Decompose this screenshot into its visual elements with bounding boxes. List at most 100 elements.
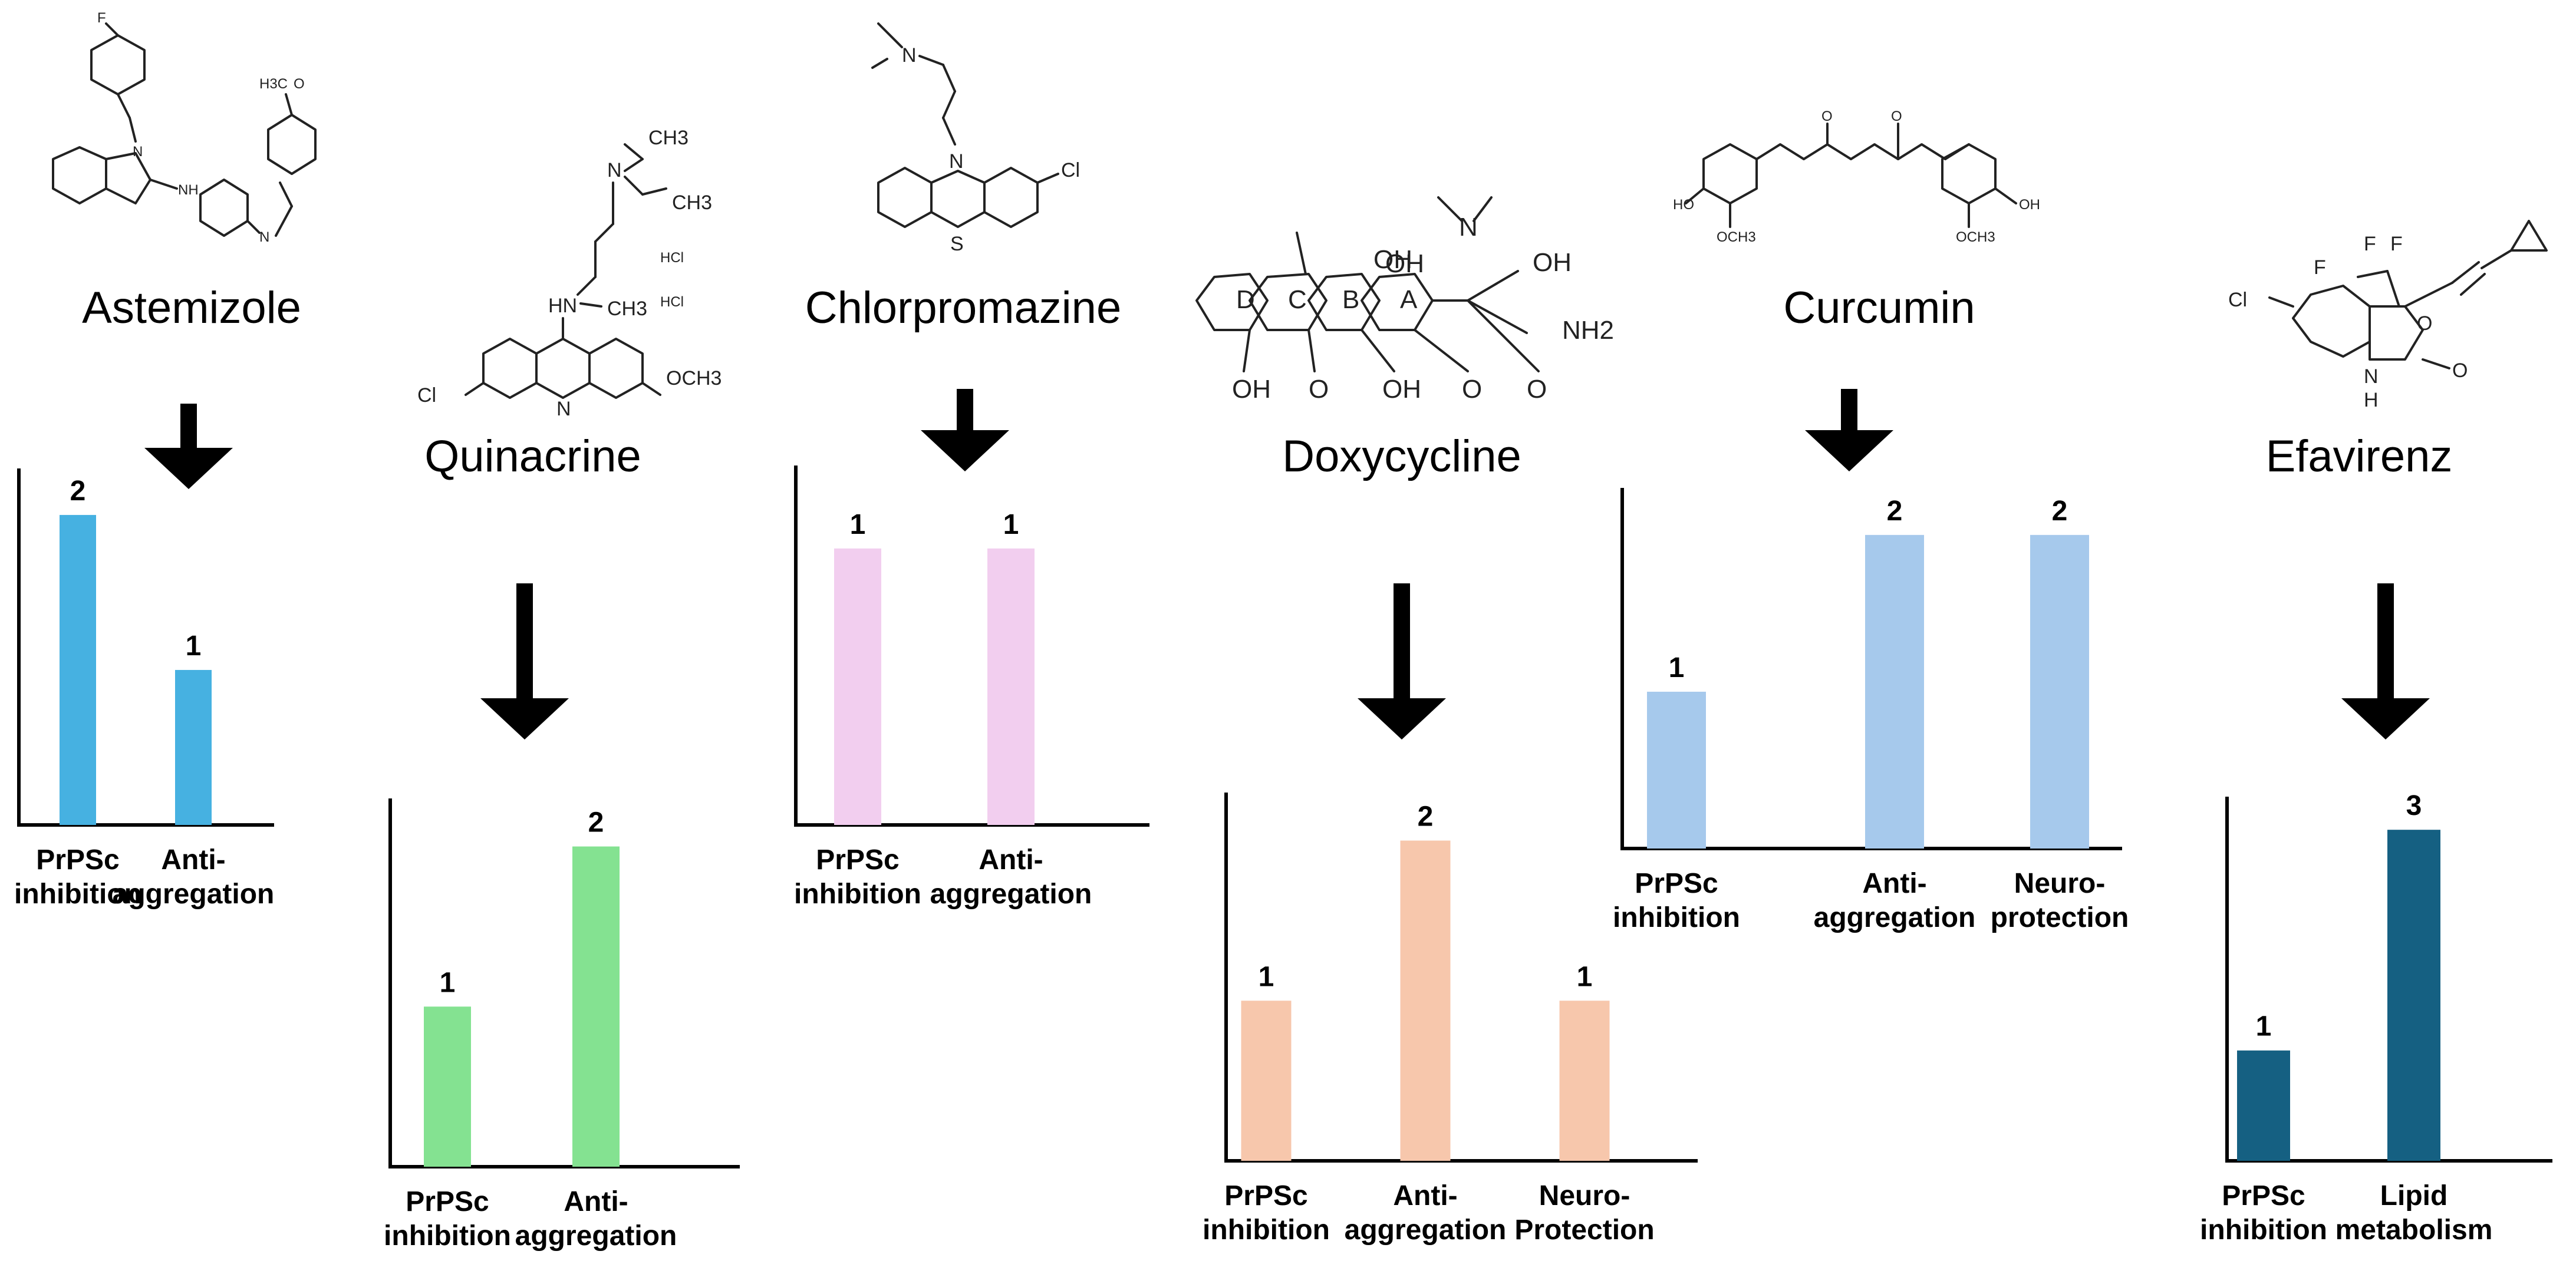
atom-label: HO (1673, 197, 1694, 213)
down-arrow-icon (144, 404, 233, 489)
category-label: Neuro-Protection (1514, 1180, 1654, 1246)
bar-value-label: 2 (1887, 496, 1903, 527)
atom-label: CH3 (648, 127, 689, 149)
atom-label: Cl (2228, 289, 2247, 311)
atom-label: NH (178, 182, 199, 198)
curcumin-structure: O O HO OCH3 OH OCH3 (1673, 108, 2040, 245)
chart-axes (388, 798, 740, 1168)
chart-axes (17, 468, 274, 827)
atom-label: HCl (660, 250, 684, 266)
atom-label: OCH3 (1956, 229, 1995, 245)
atom-label: CH3 (672, 192, 712, 214)
category-label: Neuro-protection (1991, 868, 2129, 933)
down-arrow-icon (921, 389, 1009, 471)
astemizole-structure: F N NH N H3C O (52, 10, 317, 245)
atom-label: F (97, 10, 106, 26)
doxycycline-structure: OH N OH D C B A NH2 OH O OH OH O O (1195, 196, 1614, 404)
atom-label: N (556, 398, 571, 420)
drug-name: Doxycycline (1282, 431, 1521, 481)
atom-label: OH (1385, 249, 1424, 278)
atom-label: OCH3 (666, 367, 722, 389)
atom-label: N (949, 150, 964, 173)
category-label: Anti-aggregation (1345, 1180, 1507, 1246)
bar (572, 846, 620, 1167)
atom-label: N (1459, 213, 1478, 242)
category-label: Anti-aggregation (515, 1186, 677, 1252)
drug-name: Efavirenz (2266, 431, 2453, 481)
bar (2030, 534, 2089, 849)
bar-value-label: 2 (2052, 496, 2068, 527)
category-label: Anti-aggregation (930, 844, 1092, 910)
bar (834, 548, 881, 825)
bar-value-label: 2 (1418, 801, 1434, 833)
down-arrow-icon (480, 583, 569, 740)
drug-name: Chlorpromazine (805, 283, 1121, 333)
bar (1865, 534, 1924, 849)
atom-label: S (950, 233, 964, 255)
bar-value-label: 1 (1003, 509, 1019, 540)
bar-value-label: 1 (1577, 961, 1593, 992)
bar-value-label: 1 (186, 630, 202, 662)
atom-label: HN (548, 295, 577, 317)
bar-value-label: 1 (1669, 652, 1685, 684)
atom-label: CH3 (607, 298, 647, 320)
atom-label: N (133, 144, 143, 160)
atom-label: HCl (660, 294, 684, 310)
atom-label: OH (1533, 248, 1572, 277)
bar (424, 1006, 471, 1167)
atom-label: OH (2019, 197, 2040, 213)
ring-label: B (1342, 285, 1359, 314)
quinacrine-structure: N CH3 CH3 HN CH3 HCl HCl Cl N OCH3 (417, 127, 722, 420)
drug-name: Astemizole (82, 283, 301, 333)
chlorpromazine-structure: N N Cl S (871, 22, 1080, 255)
bar-value-label: 2 (588, 807, 604, 839)
down-arrow-icon (2341, 583, 2430, 740)
bar (60, 514, 96, 825)
bar (1559, 1001, 1610, 1161)
atom-label: NH2 (1562, 316, 1614, 345)
atom-label: O (1309, 375, 1329, 404)
ring-label: D (1236, 285, 1255, 314)
drug-name: Curcumin (1783, 283, 1975, 333)
down-arrow-icon (1805, 389, 1893, 471)
atom-label: O (1891, 108, 1902, 124)
bar (1241, 1001, 1292, 1161)
bar-value-label: 2 (70, 476, 86, 507)
atom-label: N (607, 159, 622, 181)
atom-label: OH (1382, 375, 1421, 404)
bar (175, 669, 212, 825)
bar (2237, 1050, 2290, 1161)
chart-axes (2225, 797, 2552, 1163)
drug-name: Quinacrine (424, 431, 641, 481)
atom-label: O (1821, 108, 1833, 124)
efavirenz-structure: F F F Cl O N H O (2228, 220, 2548, 411)
bar (2387, 830, 2440, 1161)
ring-label: A (1400, 285, 1418, 314)
down-arrow-icon (1358, 583, 1446, 740)
bar (1647, 691, 1706, 849)
ring-label: C (1288, 285, 1307, 314)
atom-label: OCH3 (1717, 229, 1756, 245)
atom-label: O (294, 76, 305, 92)
atom-label: F (2364, 233, 2376, 255)
category-label: Anti-aggregation (113, 844, 275, 910)
bar-value-label: 1 (850, 509, 866, 540)
bar-value-label: 1 (2256, 1011, 2272, 1042)
atom-label: O (1462, 375, 1482, 404)
category-label: Anti-aggregation (1814, 868, 1976, 933)
chart-axes (1224, 793, 1698, 1163)
